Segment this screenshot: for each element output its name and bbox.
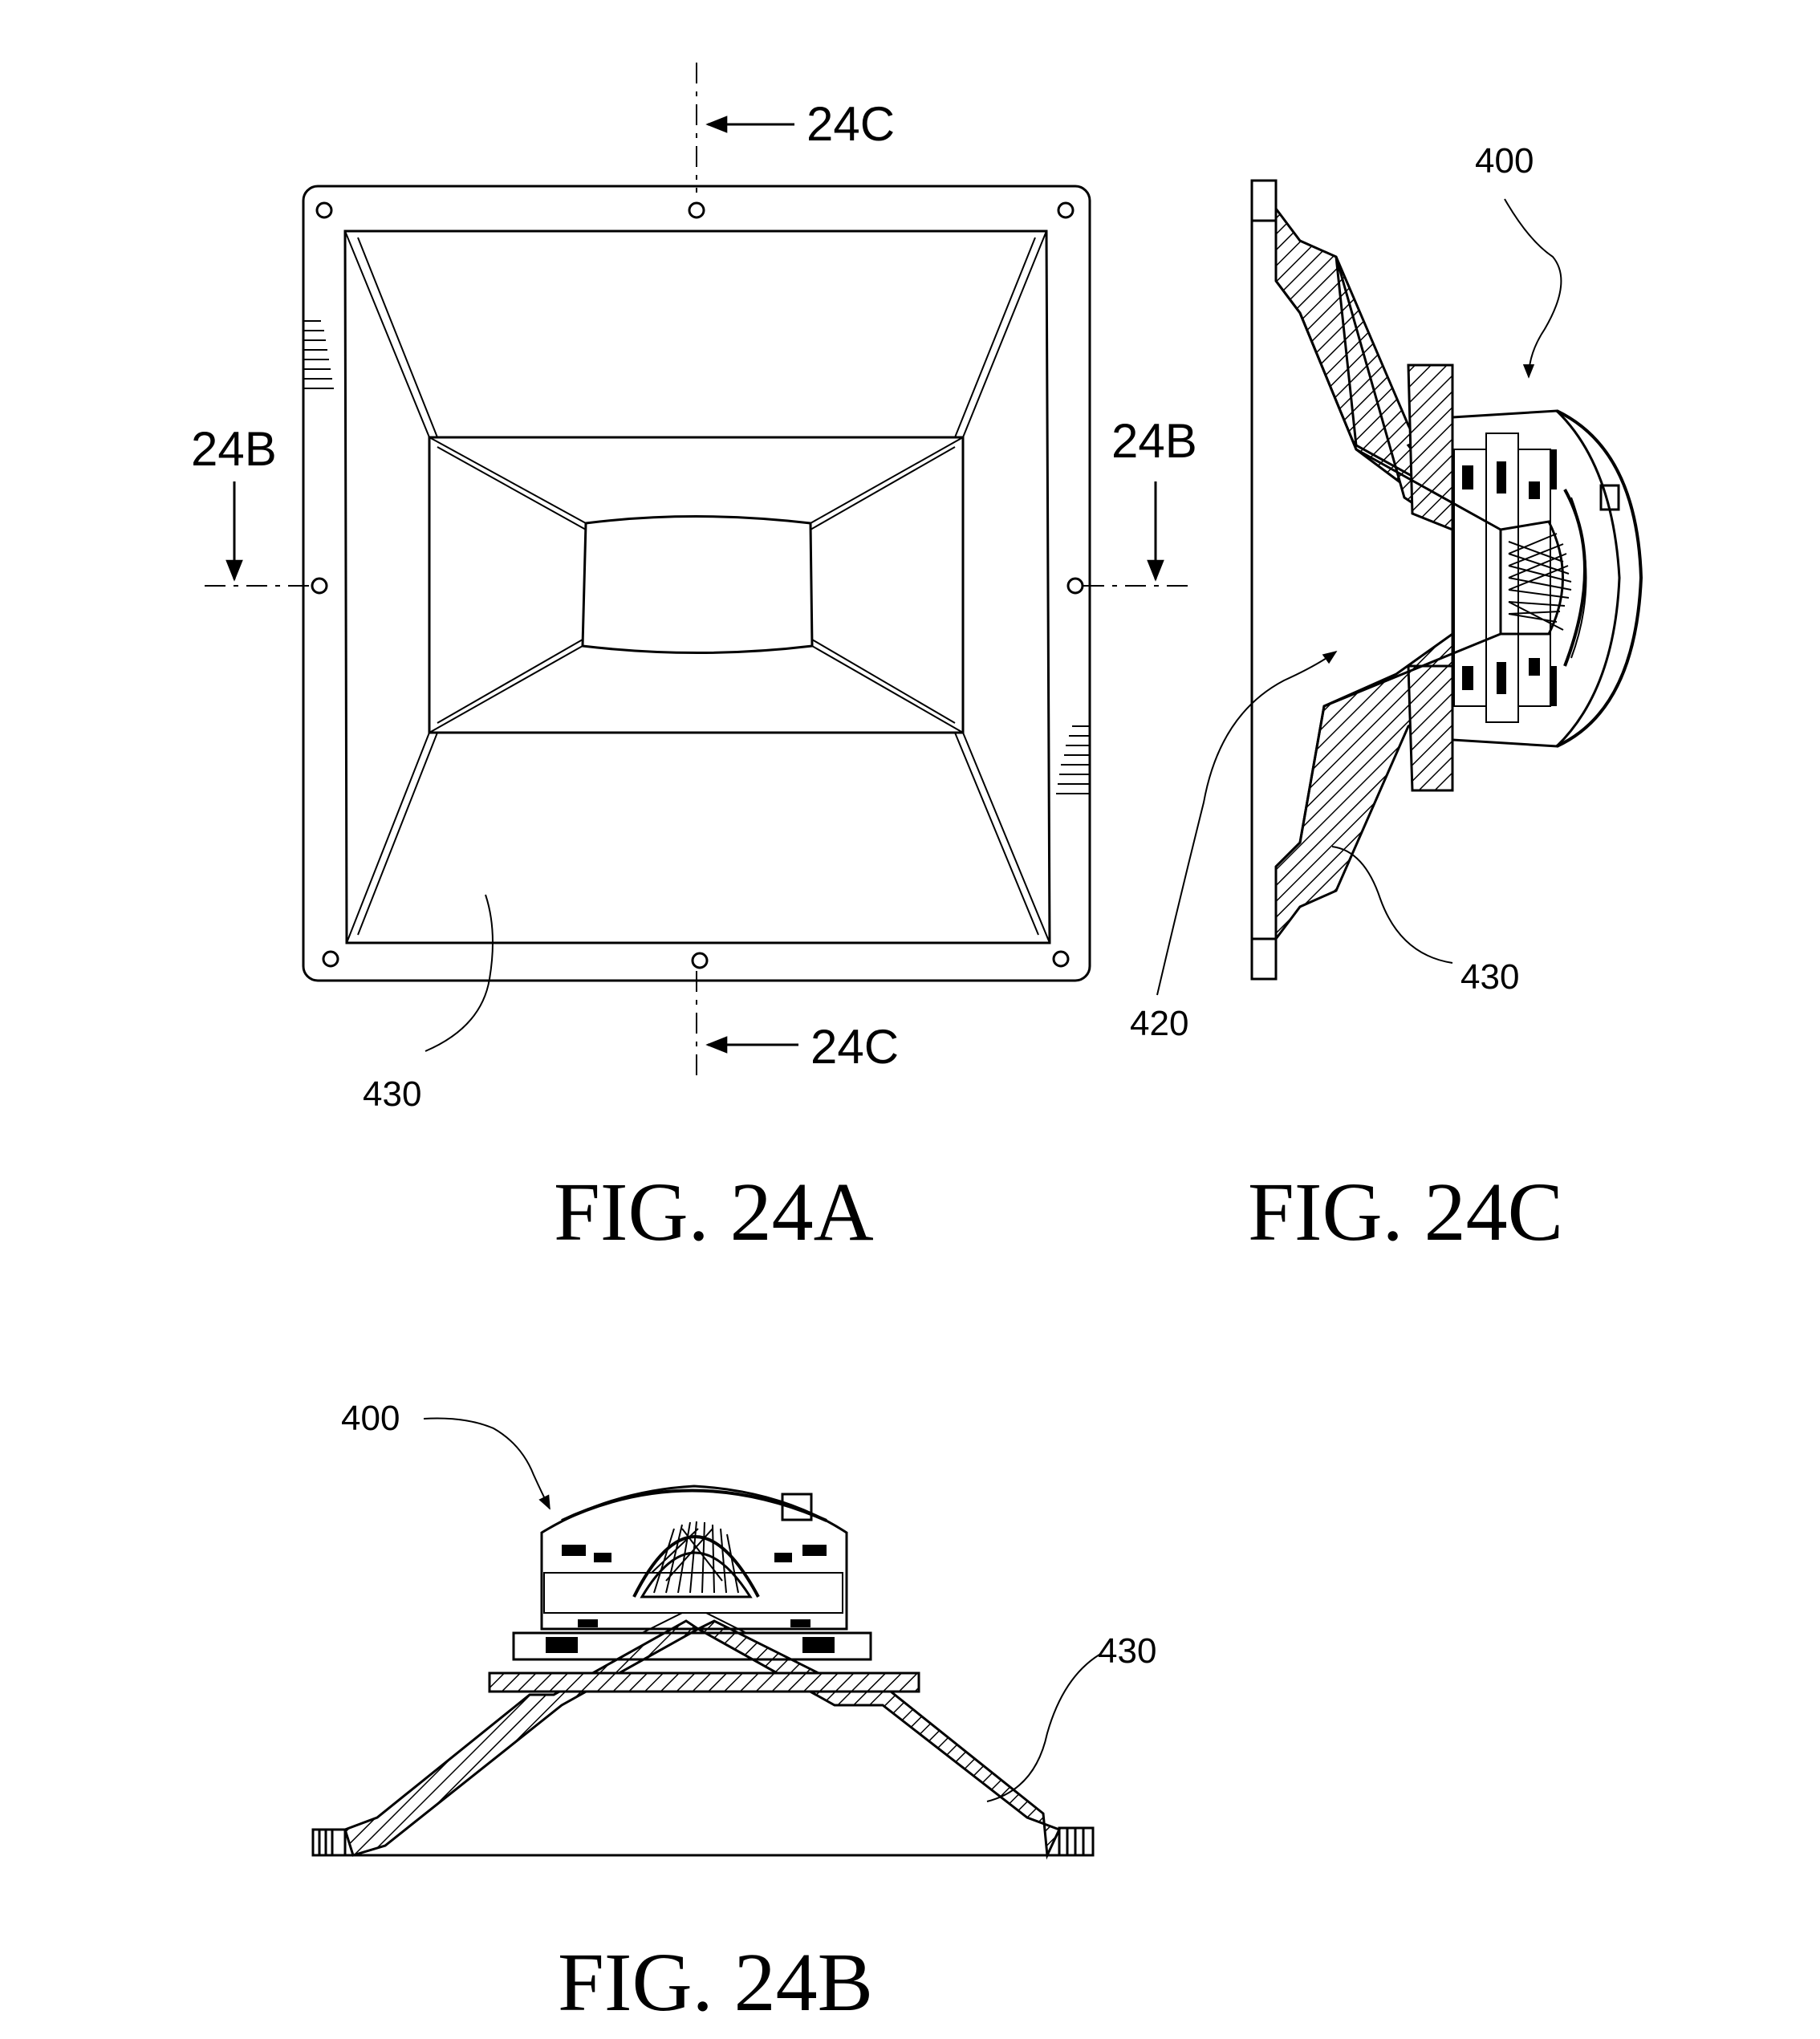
ref-label-430-c: 430 — [1460, 957, 1519, 997]
horn-creases — [344, 230, 1050, 944]
ref-label-400-b: 400 — [341, 1399, 400, 1438]
section-label-24c-top: 24C — [806, 97, 895, 151]
leader-line-400-c — [1504, 198, 1562, 379]
horn-flange — [302, 185, 1091, 982]
fig-24b: 400 430 FIG. 24B — [311, 1399, 1156, 2029]
horn-rear-flange-lower — [1407, 664, 1454, 792]
horn-mouth — [343, 229, 1051, 944]
horn-wall-left — [343, 1619, 701, 1857]
mount-plate-detail — [546, 1637, 835, 1653]
leader-line-430-b — [986, 1654, 1100, 1802]
horn-throat — [581, 515, 814, 654]
horn-inner-profile — [1274, 280, 1501, 868]
ref-label-420: 420 — [1130, 1004, 1188, 1043]
ref-label-400-c: 400 — [1475, 141, 1534, 181]
driver-mount-plate — [512, 1631, 872, 1661]
fig-24a: 24C 24C 24B 24B 430 FIG. 24A — [191, 63, 1197, 1258]
horn-mid-section — [428, 436, 965, 734]
compression-driver-400-side — [1451, 409, 1643, 748]
horn-rear-flange-upper — [1407, 364, 1454, 532]
mounting-holes — [311, 201, 1084, 969]
ref-label-430-b: 430 — [1098, 1631, 1156, 1671]
caption-fig-24b: FIG. 24B — [558, 1936, 873, 2029]
ref-label-430: 430 — [363, 1074, 421, 1114]
section-label-24b-left: 24B — [191, 422, 277, 476]
section-label-24c-bottom: 24C — [810, 1020, 899, 1074]
flange-stub-left — [311, 1828, 347, 1857]
section-label-24b-right: 24B — [1111, 414, 1197, 468]
flange-stub-right — [1058, 1826, 1095, 1857]
compression-driver-400-bottom — [540, 1485, 848, 1634]
leader-line-420 — [1156, 650, 1338, 996]
flange-tab-top — [1250, 179, 1278, 222]
caption-fig-24c: FIG. 24C — [1248, 1166, 1563, 1258]
fig-24c: 400 420 430 FIG. 24C — [1130, 141, 1643, 1258]
caption-fig-24a: FIG. 24A — [554, 1166, 874, 1258]
flange-tab-bottom — [1250, 937, 1278, 981]
leader-line-430-c — [1331, 846, 1453, 964]
leader-line-400-b — [423, 1417, 550, 1510]
leader-line-430 — [425, 894, 494, 1052]
flange-shading — [303, 320, 1090, 794]
horn-wall-right — [695, 1619, 1062, 1860]
horn-rear-flange-b — [488, 1671, 920, 1693]
